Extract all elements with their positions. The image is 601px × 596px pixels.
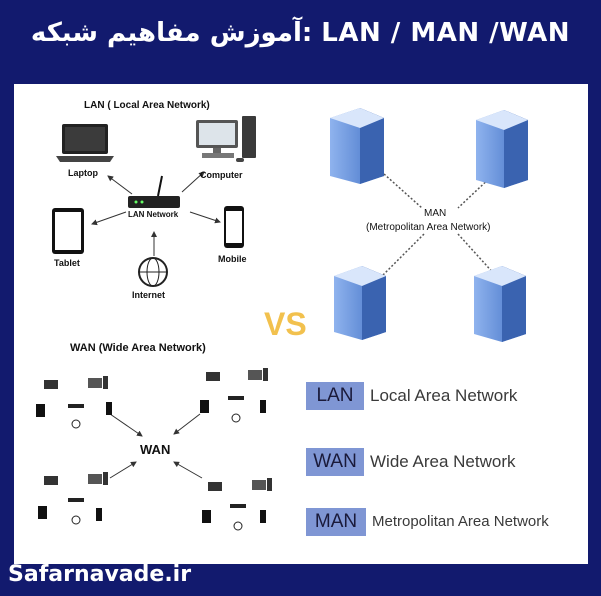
internet-label: Internet — [132, 290, 166, 300]
laptop-icon — [56, 124, 114, 162]
building-icon — [334, 266, 386, 340]
legend-row-wan: WAN Wide Area Network — [306, 448, 576, 476]
mini-lan-diagram — [202, 478, 272, 531]
mobile-icon — [224, 206, 244, 248]
internet-globe-icon — [138, 257, 168, 287]
lan-diagram — [52, 116, 256, 287]
legend-abbr: LAN — [306, 382, 364, 410]
wan-diagram — [36, 368, 272, 531]
mini-lan-diagram — [38, 472, 108, 525]
lan-diagram-title: LAN ( Local Area Network) — [84, 100, 210, 111]
laptop-label: Laptop — [68, 168, 98, 178]
building-icon — [330, 108, 384, 184]
mobile-label: Mobile — [218, 254, 247, 264]
legend-text: Local Area Network — [370, 386, 518, 405]
building-icon — [476, 110, 528, 188]
legend-abbr: MAN — [306, 508, 366, 536]
wan-diagram-title: WAN (Wide Area Network) — [70, 342, 206, 354]
mini-lan-diagram — [36, 376, 112, 429]
site-url: Safarnavade.ir — [8, 562, 192, 587]
lan-network-label: LAN Network — [128, 210, 179, 219]
router-icon — [128, 175, 180, 208]
legend-row-man: MAN Metropolitan Area Network — [306, 508, 576, 536]
wan-center-label: WAN — [140, 442, 171, 457]
man-title: MAN — [424, 208, 447, 219]
man-diagram — [330, 108, 528, 342]
page-title: آموزش مفاهیم شبکه: LAN / MAN /WAN — [30, 18, 571, 48]
man-subtitle: (Metropolitan Area Network) — [366, 222, 491, 233]
diagram-panel: LAN ( Local Area Network) Laptop Compute… — [14, 84, 588, 564]
legend-text: Metropolitan Area Network — [372, 513, 549, 530]
vs-label: VS — [264, 306, 307, 342]
tablet-icon — [52, 208, 84, 254]
tablet-label: Tablet — [54, 258, 80, 268]
legend-abbr: WAN — [306, 448, 364, 476]
network-diagram-graphics — [36, 108, 528, 531]
mini-lan-diagram — [200, 368, 268, 423]
computer-label: Computer — [200, 170, 243, 180]
legend-text: Wide Area Network — [370, 452, 516, 471]
building-icon — [474, 266, 526, 342]
legend-row-lan: LAN Local Area Network — [306, 382, 576, 410]
computer-icon — [196, 116, 256, 162]
